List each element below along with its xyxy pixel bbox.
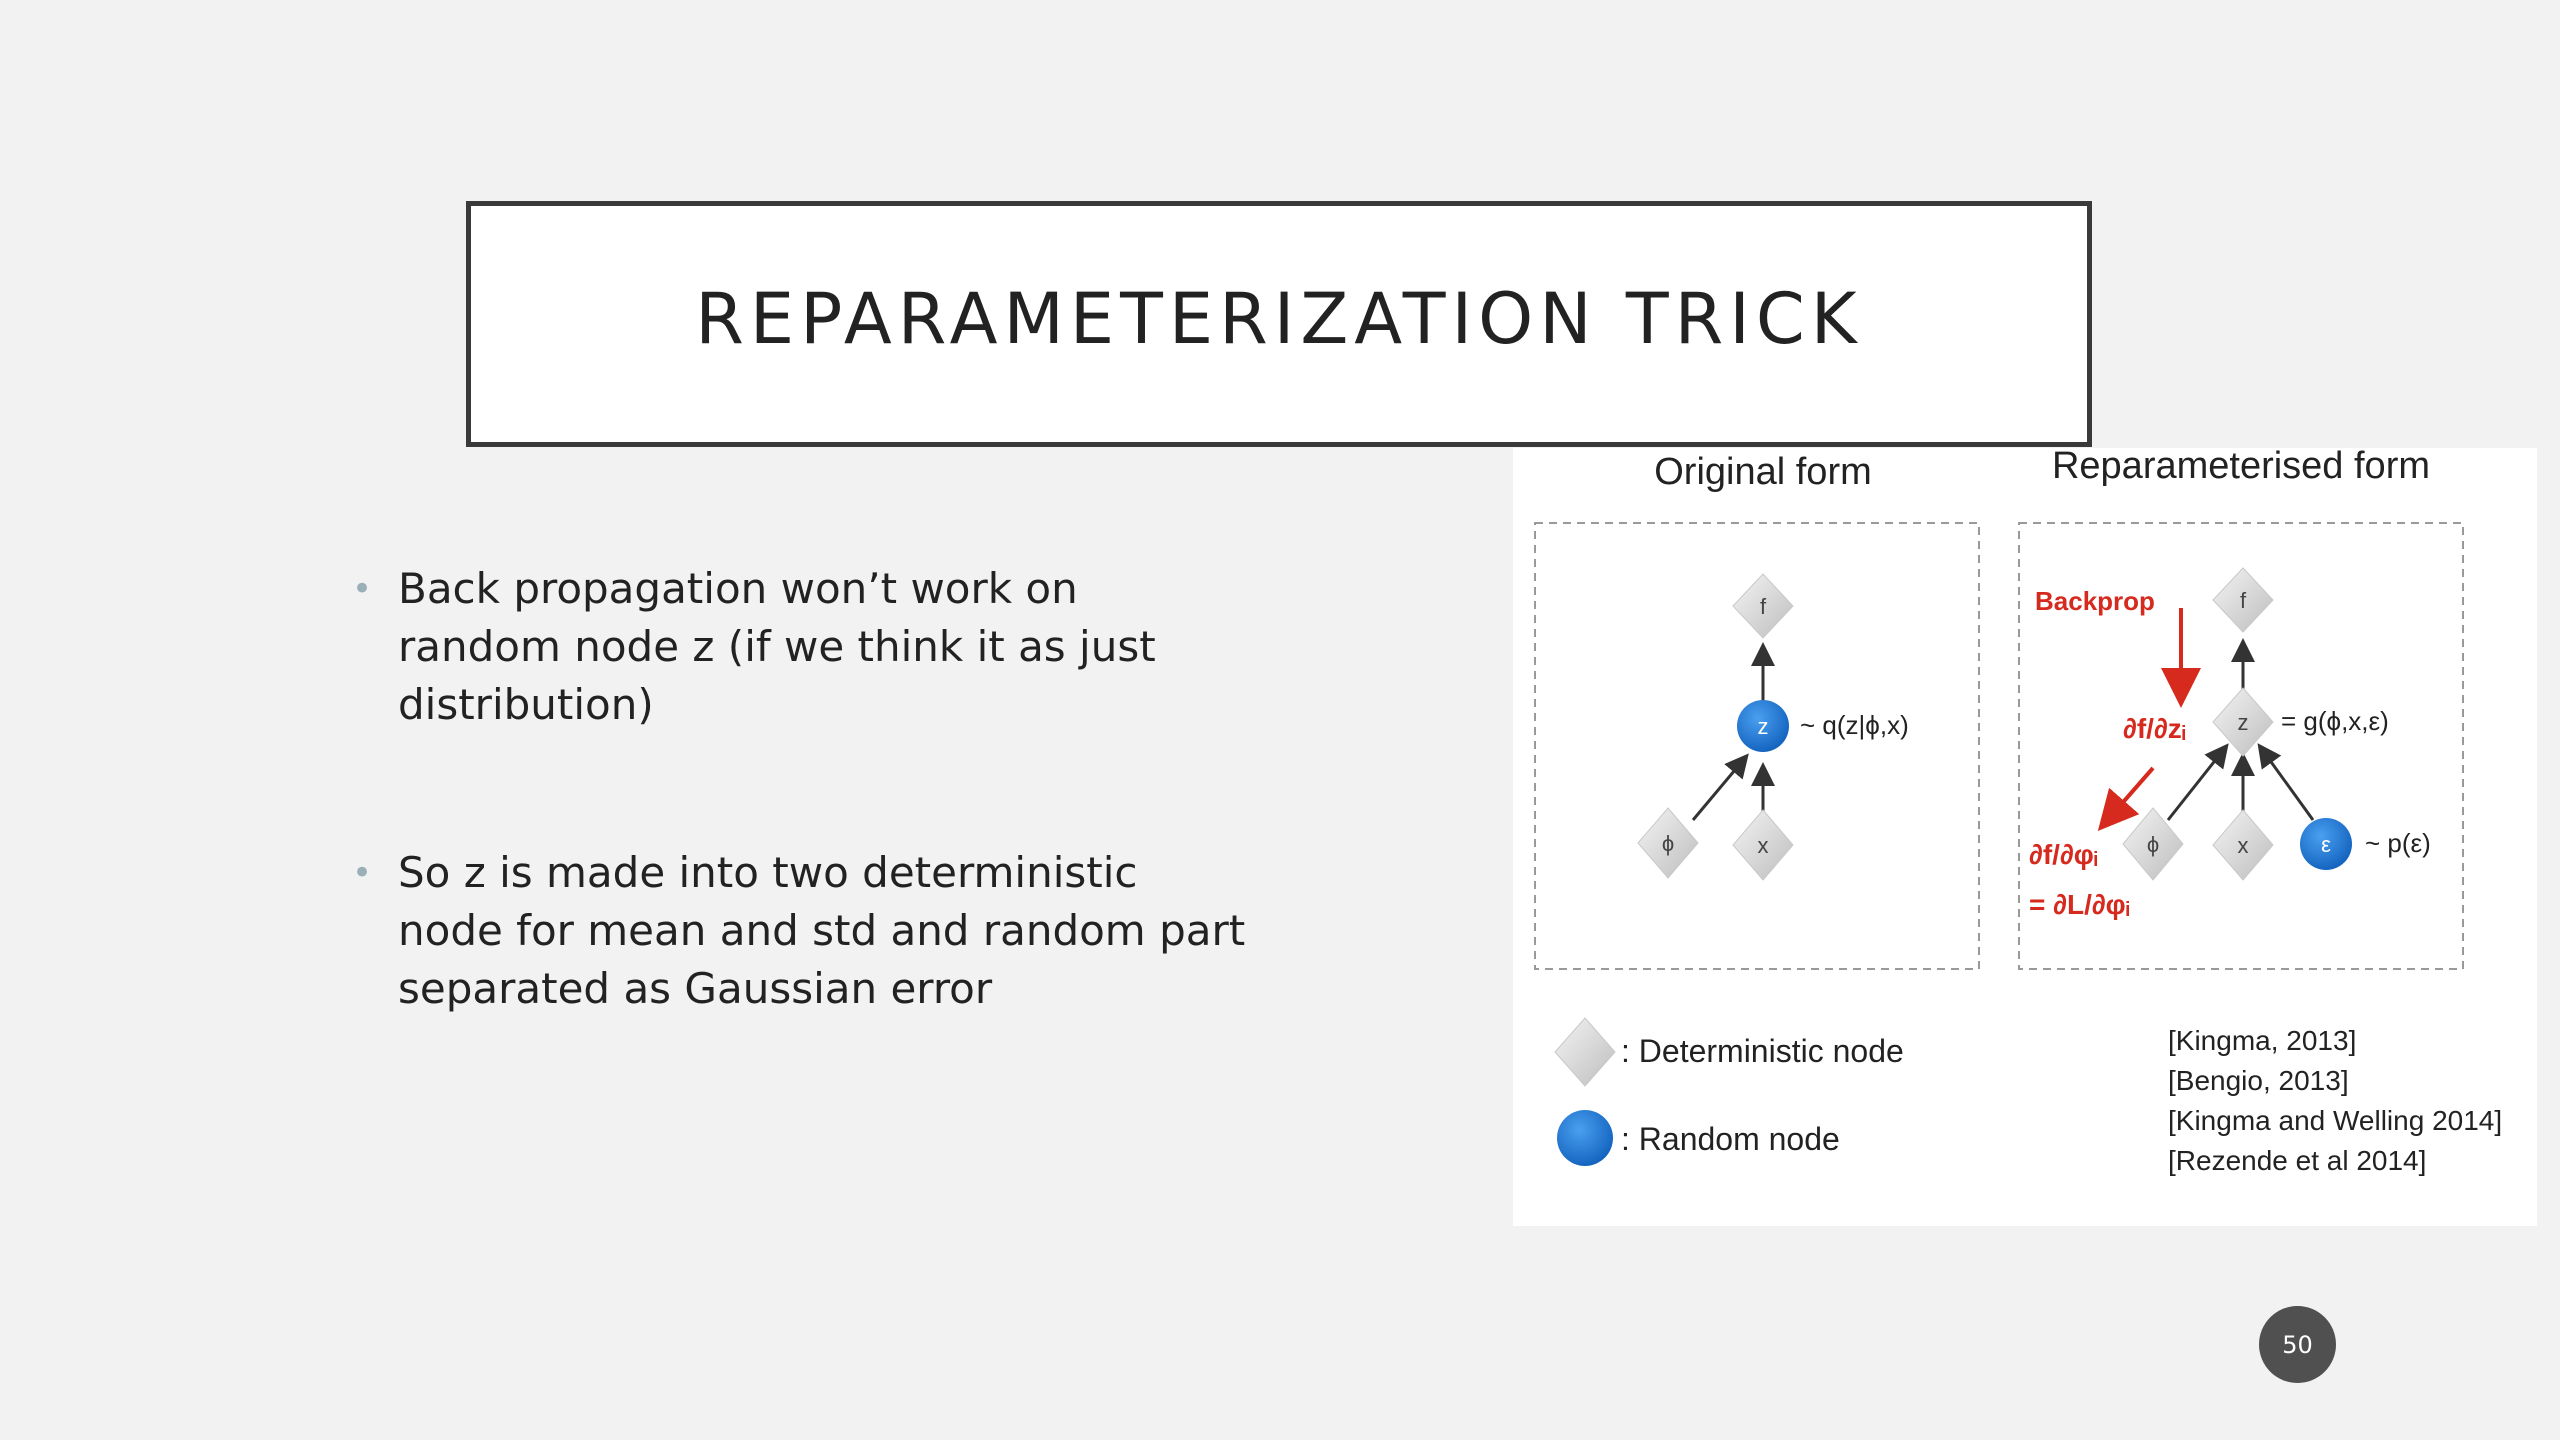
reparam-form-heading: Reparameterised form	[2052, 448, 2430, 487]
svg-text:z: z	[1758, 714, 1769, 739]
bullet-dot-icon: •	[352, 853, 373, 893]
backprop-arrow-icon	[2097, 766, 2155, 832]
grad-phi-label: ∂f/∂φᵢ	[2029, 839, 2098, 870]
reparam-z-label: = g(ϕ,x,ε)	[2281, 706, 2389, 736]
figure-svg: Original form Reparameterised form f z ~…	[1534, 448, 2502, 1176]
original-form-box	[1534, 522, 1980, 970]
reference-item: [Kingma and Welling 2014]	[2168, 1105, 2502, 1136]
original-node-x: x	[1732, 809, 1794, 881]
title-box: REPARAMETERIZATION TRICK	[466, 201, 2092, 447]
legend-random: : Random node	[1621, 1121, 1840, 1157]
svg-text:ϕ: ϕ	[2147, 832, 2159, 857]
backprop-label: Backprop	[2035, 586, 2155, 616]
epsilon-label: ~ p(ε)	[2365, 828, 2431, 858]
reparam-node-x: x	[2212, 809, 2274, 881]
original-node-phi: ϕ	[1637, 807, 1699, 879]
reparam-node-f: f	[2212, 567, 2274, 633]
svg-text:f: f	[2240, 588, 2247, 613]
reparam-node-z: z	[2212, 687, 2274, 757]
reparameterization-figure: Original form Reparameterised form f z ~…	[1513, 448, 2537, 1226]
reparam-node-phi: ϕ	[2122, 807, 2184, 881]
original-form-heading: Original form	[1654, 451, 1872, 493]
svg-text:x: x	[1758, 833, 1769, 858]
bullet-text: So z is made into two deterministic node…	[398, 848, 1246, 1013]
reference-item: [Kingma, 2013]	[2168, 1025, 2356, 1056]
bullet-item: • So z is made into two deterministic no…	[350, 844, 1250, 1018]
svg-text:ϕ: ϕ	[1662, 831, 1674, 856]
bullet-list: • Back propagation won’t work on random …	[350, 560, 1250, 1128]
original-z-label: ~ q(z|ϕ,x)	[1800, 710, 1909, 740]
grad-z-label: ∂f/∂zᵢ	[2123, 713, 2186, 744]
reference-item: [Rezende et al 2014]	[2168, 1145, 2426, 1176]
page-number-badge: 50	[2259, 1306, 2336, 1383]
svg-text:x: x	[2238, 833, 2249, 858]
original-node-z: z	[1737, 700, 1789, 752]
deterministic-node-icon	[1554, 1017, 1616, 1087]
bullet-item: • Back propagation won’t work on random …	[350, 560, 1250, 734]
reparam-node-epsilon: ε	[2300, 818, 2352, 870]
reference-item: [Bengio, 2013]	[2168, 1065, 2349, 1096]
bullet-dot-icon: •	[352, 569, 373, 609]
legend-deterministic: : Deterministic node	[1621, 1033, 1904, 1069]
original-node-f: f	[1732, 573, 1794, 639]
svg-text:z: z	[2238, 710, 2249, 735]
svg-text:f: f	[1760, 594, 1767, 619]
random-node-icon	[1557, 1110, 1613, 1166]
grad-L-label: = ∂L/∂φᵢ	[2029, 889, 2130, 920]
slide-title: REPARAMETERIZATION TRICK	[695, 278, 1863, 360]
svg-text:ε: ε	[2321, 832, 2331, 857]
reparam-form-box	[2018, 522, 2464, 970]
bullet-text: Back propagation won’t work on random no…	[398, 564, 1156, 729]
